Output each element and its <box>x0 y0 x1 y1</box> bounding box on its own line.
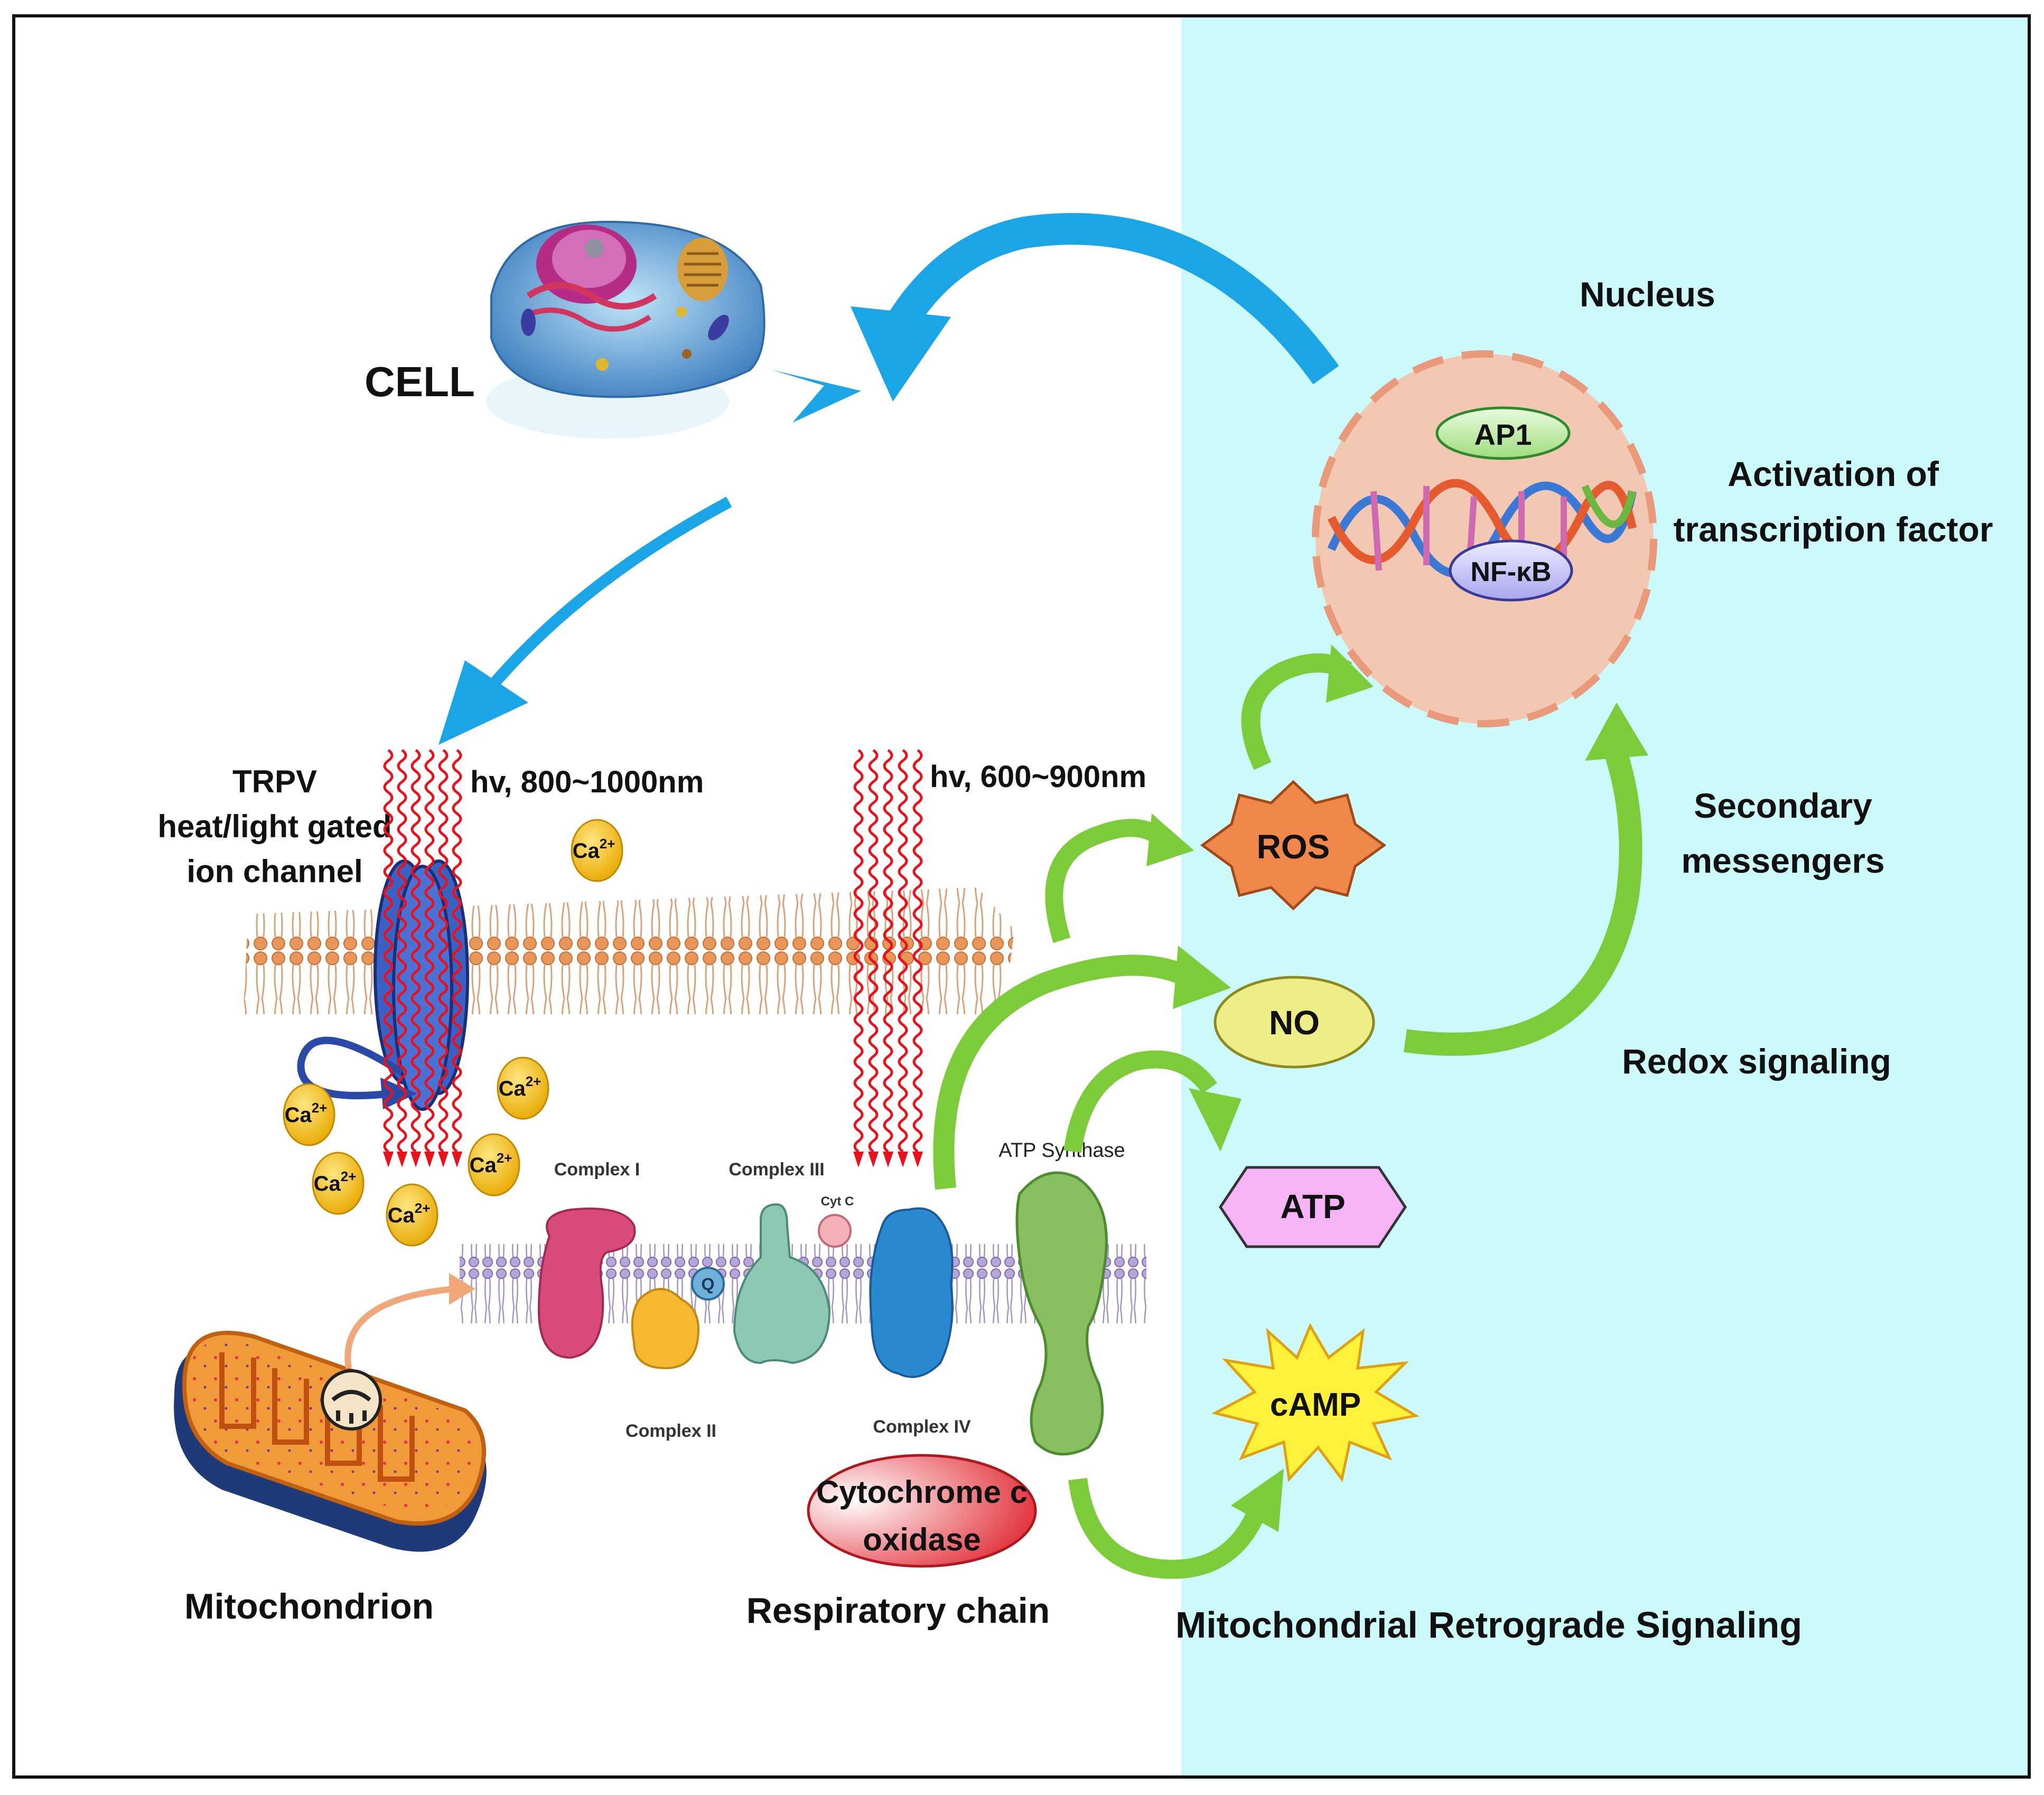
no-label: NO <box>1269 1004 1320 1042</box>
ros-label: ROS <box>1257 828 1330 866</box>
frame <box>12 14 2031 1779</box>
wave-line <box>438 749 449 1153</box>
trpv-label-line2: heat/light gated <box>157 809 391 844</box>
calcium-charge: 2+ <box>526 1073 542 1089</box>
nfkb-badge: NF-κB <box>1449 539 1573 602</box>
light-wave-800-1000 <box>383 749 462 1167</box>
atp-synthase-label: ATP Synthase <box>998 1139 1125 1162</box>
q-label: Q <box>702 1275 715 1294</box>
blue-arrow-nucleus-to-cell <box>851 213 1339 401</box>
calcium-charge: 2+ <box>415 1200 431 1216</box>
complex-ii <box>631 1288 699 1370</box>
wave-arrowhead <box>383 1152 394 1167</box>
redox-signaling-label: Redox signaling <box>1622 1042 1891 1081</box>
wave-line <box>868 749 879 1153</box>
respiratory-chain-label: Respiratory chain <box>746 1591 1050 1631</box>
green-arrow-to-atp <box>1063 1050 1242 1153</box>
complex-ii-label: Complex II <box>626 1421 716 1441</box>
mitochondrion-illustration <box>174 1273 487 1552</box>
green-arrow-no-to-nucleus <box>1403 703 1648 1056</box>
wave-line <box>424 749 435 1153</box>
wave-line <box>410 749 421 1153</box>
blue-arrow-chevron <box>771 370 861 423</box>
trpv-label-line1: TRPV <box>232 764 317 799</box>
light-wave-600-900 <box>853 749 923 1167</box>
retrograde-signaling-label: Mitochondrial Retrograde Signaling <box>1175 1604 1802 1646</box>
secondary-messengers-line2: messengers <box>1681 841 1884 880</box>
no-badge: NO <box>1214 976 1375 1069</box>
wave-line <box>898 749 908 1153</box>
q-molecule: Q <box>691 1267 725 1301</box>
cytc-label: Cyt C <box>821 1194 854 1209</box>
wave-arrowhead <box>424 1152 435 1167</box>
mitochondrion-label: Mitochondrion <box>184 1586 434 1626</box>
calcium-charge: 2+ <box>600 836 615 852</box>
hv1-label: hv, 800~1000nm <box>470 765 704 799</box>
green-arrow-to-no <box>933 946 1231 1190</box>
activation-label-line1: Activation of <box>1728 454 1939 493</box>
calcium-ion: Ca2+ <box>386 1183 438 1247</box>
camp-label: cAMP <box>1270 1387 1361 1423</box>
nfkb-label: NF-κB <box>1470 557 1551 587</box>
complex-iv <box>869 1207 954 1378</box>
wave-arrowhead <box>868 1152 879 1167</box>
dna-helix <box>1327 479 1637 578</box>
green-arrow-to-camp <box>1068 1469 1284 1579</box>
cyt-c: Cyt C <box>818 1194 854 1248</box>
calcium-label: Ca2+ <box>499 1073 542 1100</box>
activation-label-line2: transcription factor <box>1673 510 1993 549</box>
calcium-ion: Ca2+ <box>468 1133 520 1196</box>
wave-arrowhead <box>452 1152 462 1167</box>
ros-badge: ROS <box>1200 780 1387 911</box>
cell-label: CELL <box>365 358 475 405</box>
wave-arrowhead <box>883 1152 893 1167</box>
calcium-charge: 2+ <box>497 1150 512 1166</box>
cco-label-line1: Cytochrome c <box>816 1474 1028 1510</box>
wave-arrowhead <box>898 1152 908 1167</box>
wave-arrowhead <box>853 1152 864 1167</box>
cco-label-line2: oxidase <box>863 1522 981 1557</box>
ap1-badge: AP1 <box>1435 406 1571 460</box>
calcium-ion: Ca2+ <box>497 1057 549 1120</box>
complex-i <box>537 1208 636 1359</box>
calcium-ion: Ca2+ <box>283 1083 335 1146</box>
nucleus <box>1312 350 1657 727</box>
wave-arrowhead <box>397 1152 407 1167</box>
wave-line <box>452 749 462 1153</box>
calcium-ion: Ca2+ <box>571 819 623 882</box>
calcium-charge: 2+ <box>341 1168 357 1184</box>
complex-iii <box>733 1203 831 1364</box>
complex-iv-label: Complex IV <box>873 1417 970 1437</box>
wave-line <box>912 749 923 1153</box>
calcium-charge: 2+ <box>312 1100 328 1116</box>
wave-line <box>383 749 394 1153</box>
atp-badge: ATP <box>1218 1166 1407 1248</box>
cytochrome-c-oxidase-badge: Cytochrome c oxidase <box>807 1454 1037 1568</box>
green-arrow-to-ros <box>1045 814 1194 943</box>
trpv-label-line3: ion channel <box>186 854 362 889</box>
wave-arrowhead <box>410 1152 421 1167</box>
wave-line <box>853 749 864 1153</box>
calcium-ion: Ca2+ <box>312 1152 365 1215</box>
camp-badge: cAMP <box>1211 1323 1420 1482</box>
wave-line <box>397 749 407 1153</box>
calcium-ions: Ca2+ Ca2+ Ca2+ Ca2+ Ca2+ Ca2+ <box>283 819 623 1247</box>
blue-arrow-cell-to-membrane <box>438 497 732 745</box>
ap1-label: AP1 <box>1474 418 1532 451</box>
hv2-label: hv, 600~900nm <box>930 760 1146 794</box>
nucleus-label: Nucleus <box>1580 275 1715 314</box>
complex-i-label: Complex I <box>554 1160 640 1180</box>
right-panel <box>1181 16 2029 1777</box>
atp-label: ATP <box>1280 1188 1345 1226</box>
cell-illustration <box>486 220 766 438</box>
wave-arrowhead <box>912 1152 923 1167</box>
green-arrow-ros-to-nucleus <box>1241 644 1374 770</box>
wave-arrowhead <box>438 1152 449 1167</box>
complex-iii-label: Complex III <box>729 1160 824 1180</box>
secondary-messengers-line1: Secondary <box>1694 786 1872 825</box>
wave-line <box>883 749 893 1153</box>
atp-synthase <box>1015 1171 1108 1456</box>
